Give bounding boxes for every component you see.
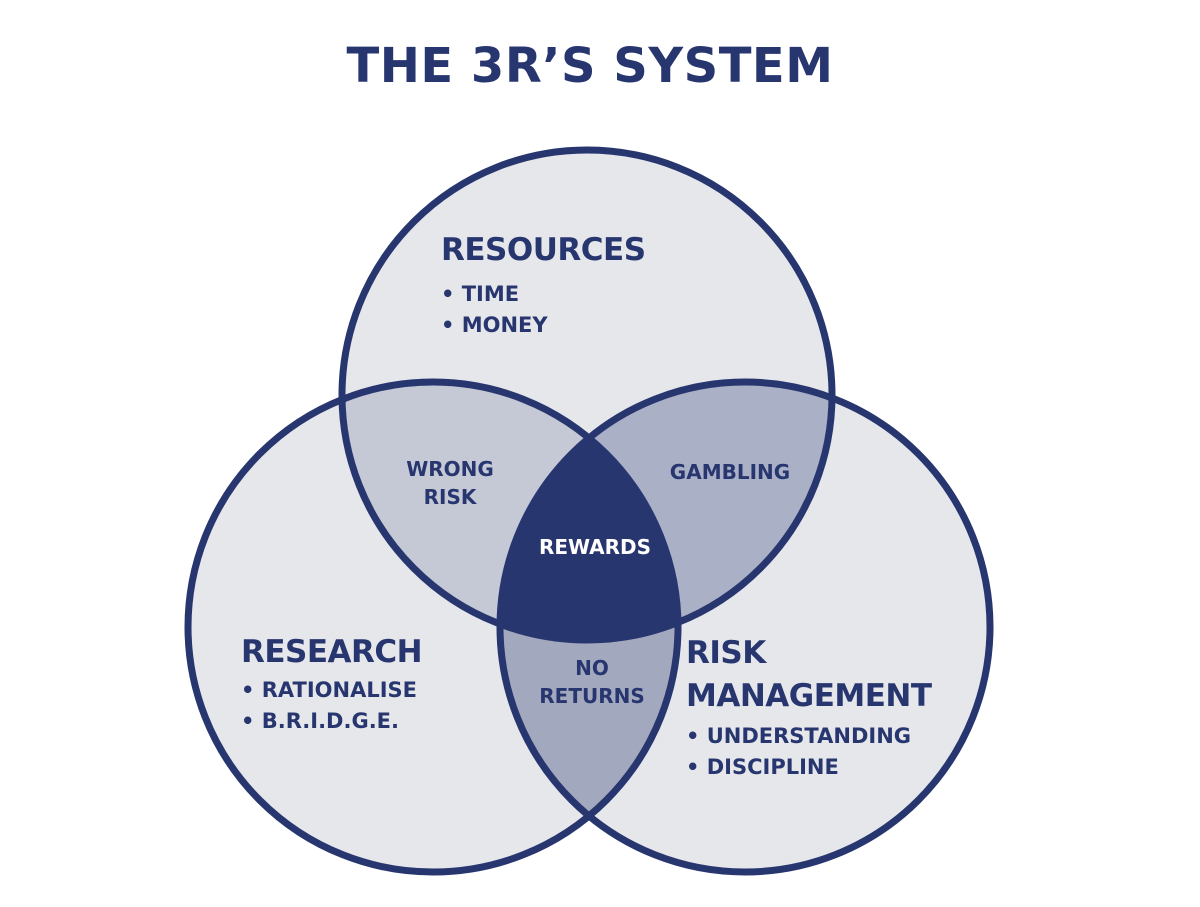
overlap-no-returns-label: NO RETURNS (522, 654, 662, 710)
resources-bullet-money: • MONEY (441, 313, 548, 337)
risk-management-heading-line2: MANAGEMENT (686, 678, 932, 714)
overlap-wrong-risk-label: WRONG RISK (385, 455, 515, 511)
risk-management-bullet-discipline: • DISCIPLINE (686, 755, 839, 779)
resources-bullet-time: • TIME (441, 282, 520, 306)
risk-management-heading-line1: RISK (686, 635, 766, 671)
circle-risk-management-outline (496, 378, 994, 876)
wrong-risk-line2: RISK (423, 485, 477, 509)
overlap-gambling-label: GAMBLING (669, 460, 791, 484)
no-returns-line1: NO (575, 656, 609, 680)
wrong-risk-line1: WRONG (406, 457, 494, 481)
circle-research-outline (184, 378, 682, 876)
risk-management-bullet-understanding: • UNDERSTANDING (686, 724, 912, 748)
center-rewards-label: REWARDS (538, 535, 652, 559)
resources-heading: RESOURCES (441, 232, 646, 268)
research-heading: RESEARCH (241, 634, 423, 670)
research-bullet-bridge: • B.R.I.D.G.E. (241, 709, 399, 733)
diagram-title: THE 3R’S SYSTEM (346, 38, 834, 94)
no-returns-line2: RETURNS (539, 684, 645, 708)
research-bullet-rationalise: • RATIONALISE (241, 678, 418, 702)
